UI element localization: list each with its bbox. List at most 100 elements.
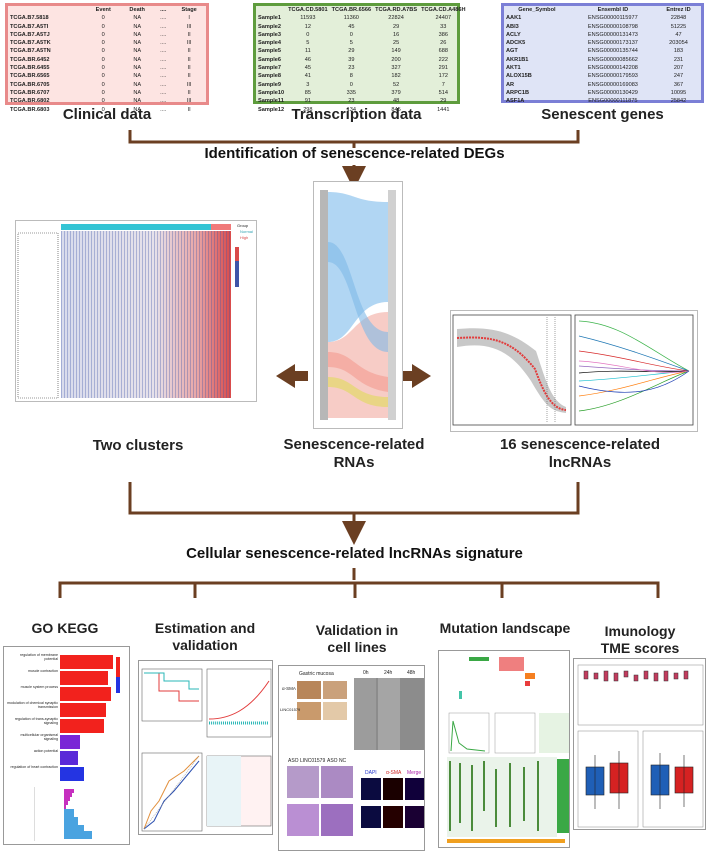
table-cell: ENSG00000111875	[588, 98, 638, 105]
lasso-cv-band	[457, 328, 566, 413]
time-label-24h: 24h	[384, 670, 393, 676]
table-cell: TCGA.BR.6455	[10, 65, 50, 72]
table-cell: 11	[304, 48, 311, 55]
heatmap-legend-high: High	[240, 235, 249, 240]
table-cell: NA	[133, 15, 142, 22]
table-cell: 0	[306, 31, 310, 38]
table-cell: II	[187, 56, 191, 63]
table-cell: Sample4	[258, 40, 282, 47]
table-cell: ....	[160, 48, 167, 55]
table-cell: 7	[441, 81, 445, 88]
table-cell: ENSG00000173137	[587, 40, 638, 47]
go-term-label: multicellular organismal signaling	[20, 733, 58, 741]
table-cell: 172	[438, 73, 448, 80]
table-cell: 39	[348, 56, 355, 63]
table-cell: ENSG00000179593	[587, 73, 638, 80]
table-cell: AKR1B1	[506, 56, 529, 63]
table-cell: ENSG00000135744	[587, 48, 638, 55]
table-cell: 23	[348, 98, 355, 105]
table-cell: 0	[101, 89, 105, 96]
table-cell: 29	[348, 48, 355, 55]
clinical-data-caption: Clinical data	[62, 106, 152, 123]
table-cell: 207	[673, 65, 684, 72]
gastric-mucosa-label: Gastric mucosa	[299, 671, 334, 677]
table-cell: I	[188, 15, 190, 22]
table-cell: 386	[438, 31, 448, 38]
heatmap-group-bar-tumor	[211, 224, 231, 230]
estimation-title-1: Estimation and	[154, 620, 256, 636]
km-curve-teal	[144, 672, 199, 690]
table-cell: TCGA.BR.6707	[10, 89, 50, 96]
right-block-arrow	[399, 364, 431, 388]
validation-figures	[287, 678, 424, 836]
table-cell: 23	[348, 65, 355, 72]
heatmap-legend-normal: Normal	[240, 229, 253, 234]
go-term-label: regulation of heart contraction	[10, 765, 58, 769]
estimation-title-2: validation	[172, 637, 238, 653]
table-cell: ....	[160, 89, 167, 96]
roc-curve-2	[143, 760, 200, 830]
table-cell: 11360	[343, 15, 359, 22]
lncrnas-label-1: 16 senescence-related	[499, 436, 661, 453]
table-cell: 3	[306, 81, 310, 88]
table-cell: 0	[101, 40, 105, 47]
table-cell: 48	[392, 98, 400, 105]
go-term-label: regulation of membrane potential	[20, 653, 58, 661]
table-cell: ACLY	[506, 31, 521, 38]
table-cell: 688	[438, 48, 448, 55]
lncrnas-label-2: lncRNAs	[548, 454, 612, 471]
validation-title-1: Validation in	[315, 622, 399, 638]
table-cell: 149	[391, 48, 401, 55]
table-cell: ENSG00000142208	[587, 65, 638, 72]
table-header-cell: TCGA.RD.A7BS	[375, 7, 418, 13]
table-cell: II	[187, 73, 191, 80]
mutation-oncoplot	[449, 761, 539, 831]
table-cell: NA	[133, 65, 142, 72]
table-cell: ....	[160, 31, 167, 38]
go-kegg-bars	[34, 655, 120, 841]
go-term-label: muscle system process	[20, 685, 58, 689]
table-cell: ENSG00000131473	[587, 31, 638, 38]
table-cell: II	[187, 65, 191, 72]
table-cell: 222	[438, 56, 448, 63]
table-cell: 22824	[388, 15, 404, 22]
table-cell: TCGA.B7.A5TI	[10, 23, 49, 30]
immunology-panel	[573, 658, 706, 830]
table-cell: III	[186, 23, 192, 30]
table-cell: Sample8	[258, 73, 282, 80]
senescent-genes-caption: Senescent genes	[541, 106, 664, 123]
table-cell: TCGA.B7.A5TJ	[10, 31, 50, 38]
table-header-cell: Death	[129, 7, 145, 13]
table-cell: 203054	[669, 40, 688, 47]
table-cell: ....	[160, 81, 167, 88]
left-block-arrow	[276, 364, 308, 388]
asma-row-label: α-SMA	[282, 686, 296, 691]
validation-title-2: cell lines	[327, 639, 387, 655]
merge-label: Merge	[407, 770, 422, 776]
table-cell: ENSG00000115977	[588, 15, 638, 22]
time-label-0h: 0h	[363, 670, 369, 676]
table-header-cell: Entrez ID	[666, 7, 691, 13]
table-cell: Sample2	[258, 23, 282, 30]
table-header-cell: Ensembl ID	[597, 7, 629, 13]
dapi-label: DAPI	[365, 770, 377, 776]
table-cell: 51225	[670, 23, 687, 30]
estimation-figures	[141, 668, 272, 832]
roc-curve-1	[143, 755, 200, 830]
table-cell: 247	[673, 73, 684, 80]
table-cell: 0	[101, 15, 105, 22]
table-cell: 24407	[435, 15, 452, 22]
immunology-title-2: TME scores	[600, 640, 680, 656]
table-header-cell: Stage	[181, 7, 197, 13]
